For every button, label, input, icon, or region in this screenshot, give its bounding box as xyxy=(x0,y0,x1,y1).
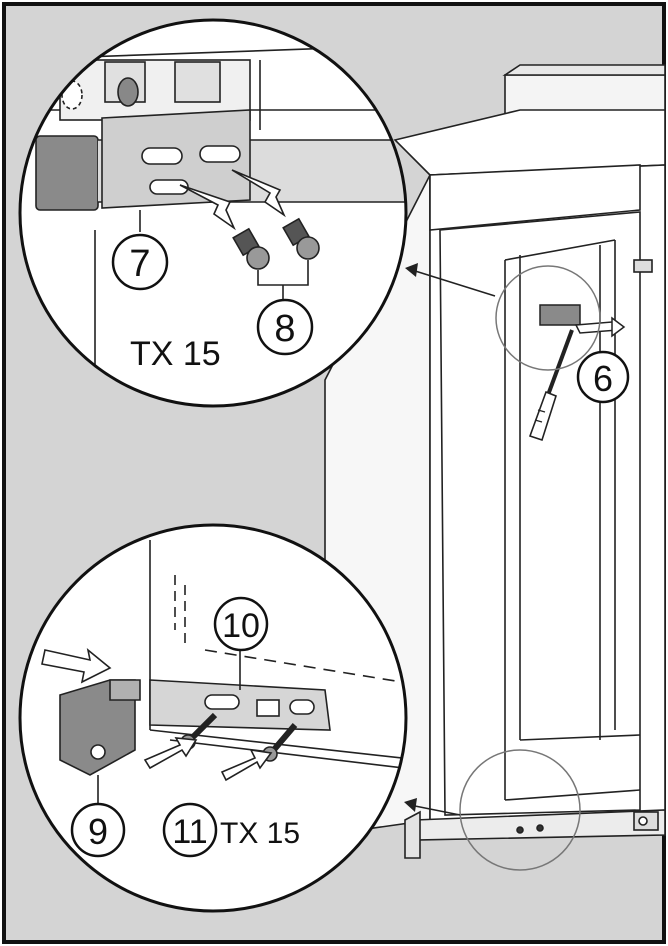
callout-8-label: 8 xyxy=(274,308,295,350)
top-slide-bar xyxy=(35,135,99,211)
upper-bracket-location xyxy=(405,263,626,442)
callout-11: 11 xyxy=(162,802,218,858)
push-arrow xyxy=(41,647,112,684)
screw-arrow-left xyxy=(143,737,198,770)
callout-11-label: 11 xyxy=(172,813,207,851)
lower-bracket-location xyxy=(404,749,581,871)
base-rail xyxy=(149,679,331,731)
screwdriver-icon xyxy=(528,329,574,442)
callout-6-label: 6 xyxy=(593,358,613,399)
callout-9: 9 xyxy=(70,802,126,858)
callout-7: 7 xyxy=(111,233,169,291)
callout-9-label: 9 xyxy=(88,811,108,852)
lower-detail-view: 10 9 11 TX 15 xyxy=(18,523,408,913)
callout-7-label: 7 xyxy=(129,243,150,285)
zoom-source-upper xyxy=(495,265,601,371)
tool-label-lower: TX 15 xyxy=(220,817,300,850)
callout-10: 10 xyxy=(213,596,269,652)
upper-detail-view: 7 8 TX 15 xyxy=(18,18,408,408)
zoom-source-lower xyxy=(459,749,581,871)
screw-arrow-right xyxy=(220,748,273,782)
cabinet-opening xyxy=(439,211,641,816)
callout-10-label: 10 xyxy=(222,607,260,645)
upper-zoom-border xyxy=(18,18,408,408)
insert-arrow-left xyxy=(179,184,236,231)
cabinet-top xyxy=(393,109,666,176)
lower-zoom-border xyxy=(18,523,408,913)
callout-6: 6 xyxy=(576,350,630,404)
insert-arrow-right xyxy=(231,169,286,218)
callout-8: 8 xyxy=(256,298,314,356)
screw-icon xyxy=(282,217,320,260)
tool-label-upper: TX 15 xyxy=(130,335,221,373)
screw-icon xyxy=(232,227,270,270)
